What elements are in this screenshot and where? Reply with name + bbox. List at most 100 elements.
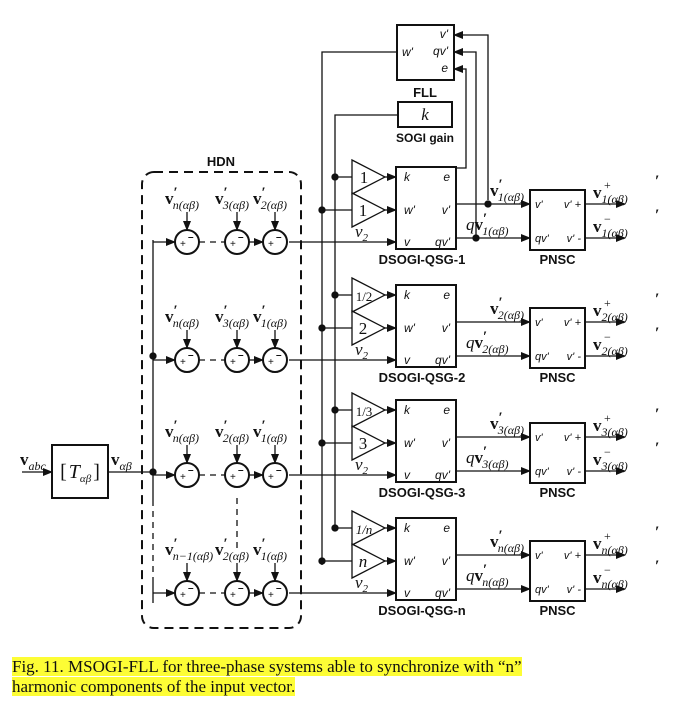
svg-text:v′1(αβ): v′1(αβ) [253,303,287,330]
caption-line-2: harmonic components of the input vector. [12,677,296,696]
minus-sign: – [276,232,282,243]
feedback-qv-line [453,48,477,239]
svg-text:[Tαβ]: [Tαβ] [60,461,100,485]
k-gain-value: 1/n [356,522,373,537]
svg-text:v2(αβ): v2(αβ) [593,335,628,358]
plus-sign: + [180,590,186,601]
qsg-port-vprime: v' [442,554,451,568]
subtractor-label: v′2(αβ) [253,185,287,212]
feedback-v-junction [484,200,492,208]
svg-text:′: ′ [655,524,660,541]
qsg-port-k: k [404,288,411,302]
svg-text:vabc: vabc [20,450,47,473]
subtractor-label: v′1(αβ) [253,418,287,445]
pnsc-title: PNSC [539,252,576,267]
fll-port-qv: qv' [433,44,449,58]
k-gain-value: 1/2 [356,289,373,304]
subtractor-circle [262,347,288,373]
pnsc-port-plus: v' + [564,550,582,562]
vminus-label: v1(αβ)−′ [593,207,660,240]
pnsc-port-qv: qv' [535,233,550,245]
pnsc-title: PNSC [539,485,576,500]
subtractor-circle [262,229,288,255]
vprime-label: v′n(αβ) [490,528,524,555]
svg-text:+: + [604,296,611,310]
svg-text:qv′2(αβ): qv′2(αβ) [466,329,509,356]
vplus-label: v3(αβ)+′ [593,406,660,439]
qvprime-label: qv′2(αβ) [466,329,509,356]
w-junction [318,557,326,565]
qsg-port-v: v [404,353,411,367]
plus-sign: + [230,239,236,250]
input-vabc-label: vabc [20,450,47,473]
minus-sign: – [238,465,244,476]
minus-sign: – [238,232,244,243]
qsg-port-k: k [404,521,411,535]
pnsc-port-v: v' [535,317,544,329]
feedback-qv-junction [472,234,480,242]
svg-text:v1(αβ): v1(αβ) [593,217,628,240]
subtractor-label: v′1(αβ) [253,536,287,563]
svg-text:+: + [604,178,611,192]
vminus-label: v2(αβ)−′ [593,325,660,358]
pnsc-port-v: v' [535,199,544,211]
qsg-port-qvprime: qv' [435,586,451,600]
svg-text:v′3(αβ): v′3(αβ) [215,185,249,212]
svg-text:−: − [604,563,611,577]
pnsc-port-qv: qv' [535,466,550,478]
pnsc-port-qv: qv' [535,351,550,363]
w-junction [318,439,326,447]
svg-text:−: − [604,445,611,459]
subtractor-label: v′n(αβ) [165,303,199,330]
qsg-port-w: w' [404,203,416,217]
w-gain-value: 3 [359,434,368,453]
qsg-block [395,284,457,368]
v2-label: v2 [355,222,369,244]
pnsc-block [529,307,586,369]
pnsc-port-minus: v' - [567,466,582,478]
qsg-title: DSOGI-QSG-n [378,603,465,618]
caption-line-1: Fig. 11. MSOGI-FLL for three-phase syste… [12,657,522,676]
subtractor-circle [224,462,250,488]
svg-text:−: − [604,212,611,226]
valphabeta-label: vαβ [111,450,132,473]
qsg-title: DSOGI-QSG-3 [379,485,466,500]
k-gain-triangle [351,158,387,196]
svg-text:v′n(αβ): v′n(αβ) [165,418,199,445]
w-gain-value: 1 [359,201,368,220]
qsg-block [395,166,457,250]
subtractor-label: v′3(αβ) [215,185,249,212]
subtractor-circle [224,229,250,255]
svg-text:+: + [604,529,611,543]
pnsc-port-plus: v' + [564,199,582,211]
svg-text:v′2(αβ): v′2(αβ) [215,536,249,563]
subtractor-circle [262,462,288,488]
qsg-port-k: k [404,403,411,417]
qsg-port-qvprime: qv' [435,353,451,367]
svg-text:′: ′ [655,325,660,342]
svg-text:+: + [604,411,611,425]
minus-sign: – [188,232,194,243]
qsg-port-e: e [443,170,450,184]
v2-label: v2 [355,455,369,477]
v2-label: v2 [355,573,369,595]
sogi-gain-block [397,101,453,128]
plus-sign: + [268,239,274,250]
svg-text:v1(αβ): v1(αβ) [593,183,628,206]
transform-block [51,444,109,499]
vplus-label: v1(αβ)+′ [593,173,660,206]
k-gain-value: 1/3 [356,404,373,419]
subtractor-circle [224,580,250,606]
svg-text:v′3(αβ): v′3(αβ) [215,303,249,330]
svg-text:′: ′ [655,291,660,308]
vprime-label: v′2(αβ) [490,295,524,322]
svg-text:v′1(αβ): v′1(αβ) [490,177,524,204]
minus-sign: – [276,465,282,476]
vprime-label: v′1(αβ) [490,177,524,204]
subtractor-label: v′3(αβ) [215,303,249,330]
pnsc-block [529,422,586,484]
qsg-block [395,399,457,483]
svg-text:v′n(αβ): v′n(αβ) [490,528,524,555]
pnsc-block [529,189,586,251]
svg-text:vn(αβ): vn(αβ) [593,534,628,557]
